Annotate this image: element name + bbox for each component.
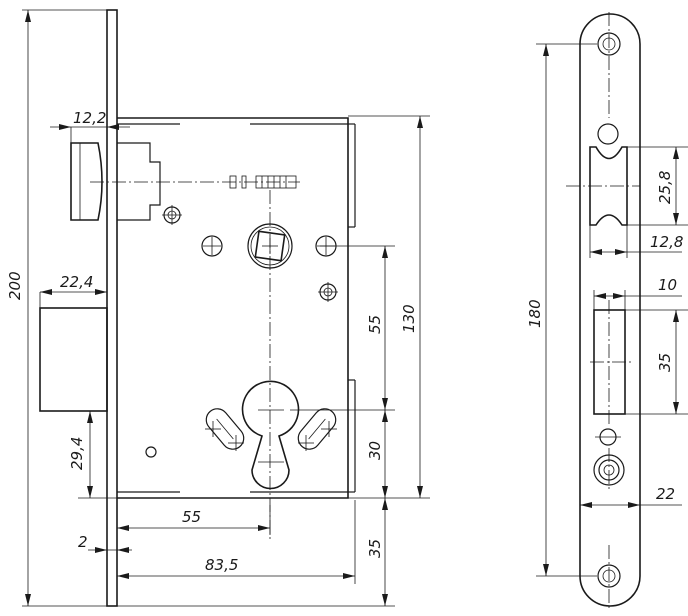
small-hole-icon bbox=[145, 446, 157, 458]
latch-bolt bbox=[70, 142, 103, 221]
strike-upper-hole-icon bbox=[597, 123, 619, 145]
dim-deadbolt-width: 22,4 bbox=[60, 273, 93, 291]
dim-bolt-hole-height: 35 bbox=[656, 353, 674, 372]
screw-top-icon bbox=[162, 205, 182, 225]
dim-strike-length: 180 bbox=[526, 299, 544, 328]
dim-bolt-height: 29,4 bbox=[68, 437, 86, 470]
latch-housing bbox=[117, 142, 161, 221]
dim-backset: 55 bbox=[182, 508, 201, 526]
dim-latch-hole-height: 25,8 bbox=[656, 171, 674, 204]
dim-overall-height: 200 bbox=[6, 271, 24, 300]
dim-latch-offset: 12,2 bbox=[73, 109, 106, 127]
dim-cylinder-to-bottom: 30 bbox=[366, 441, 384, 460]
euro-cylinder-cutout bbox=[241, 380, 300, 490]
dim-faceplate-thickness: 2 bbox=[78, 533, 88, 551]
strike-plate-view bbox=[566, 12, 641, 608]
dim-bottom-margin: 35 bbox=[366, 539, 384, 558]
slot-left-icon bbox=[205, 408, 245, 451]
front-dimensions: 200 12,2 22,4 29,4 2 55 bbox=[6, 9, 430, 607]
strike-plate-outline bbox=[579, 13, 641, 607]
dim-plate-width: 22 bbox=[656, 485, 675, 503]
strike-dimensions: 180 25,8 12,8 10 35 22 bbox=[526, 43, 688, 577]
dim-body-depth: 83,5 bbox=[205, 556, 238, 574]
faceplate bbox=[106, 9, 118, 607]
dim-spindle-to-cylinder: 55 bbox=[366, 315, 384, 334]
spindle-hole-left-icon bbox=[201, 235, 223, 257]
dim-upper-to-cylinder: 130 bbox=[400, 304, 418, 333]
front-view bbox=[39, 9, 356, 607]
latch-spring bbox=[255, 175, 297, 189]
lock-body-outline bbox=[117, 117, 349, 499]
dim-latch-hole-width: 12,8 bbox=[650, 233, 683, 251]
dim-bolt-hole-width: 10 bbox=[658, 276, 677, 294]
screw-middle-icon bbox=[318, 282, 338, 302]
slot-right-icon bbox=[297, 408, 337, 451]
deadbolt bbox=[39, 307, 108, 412]
